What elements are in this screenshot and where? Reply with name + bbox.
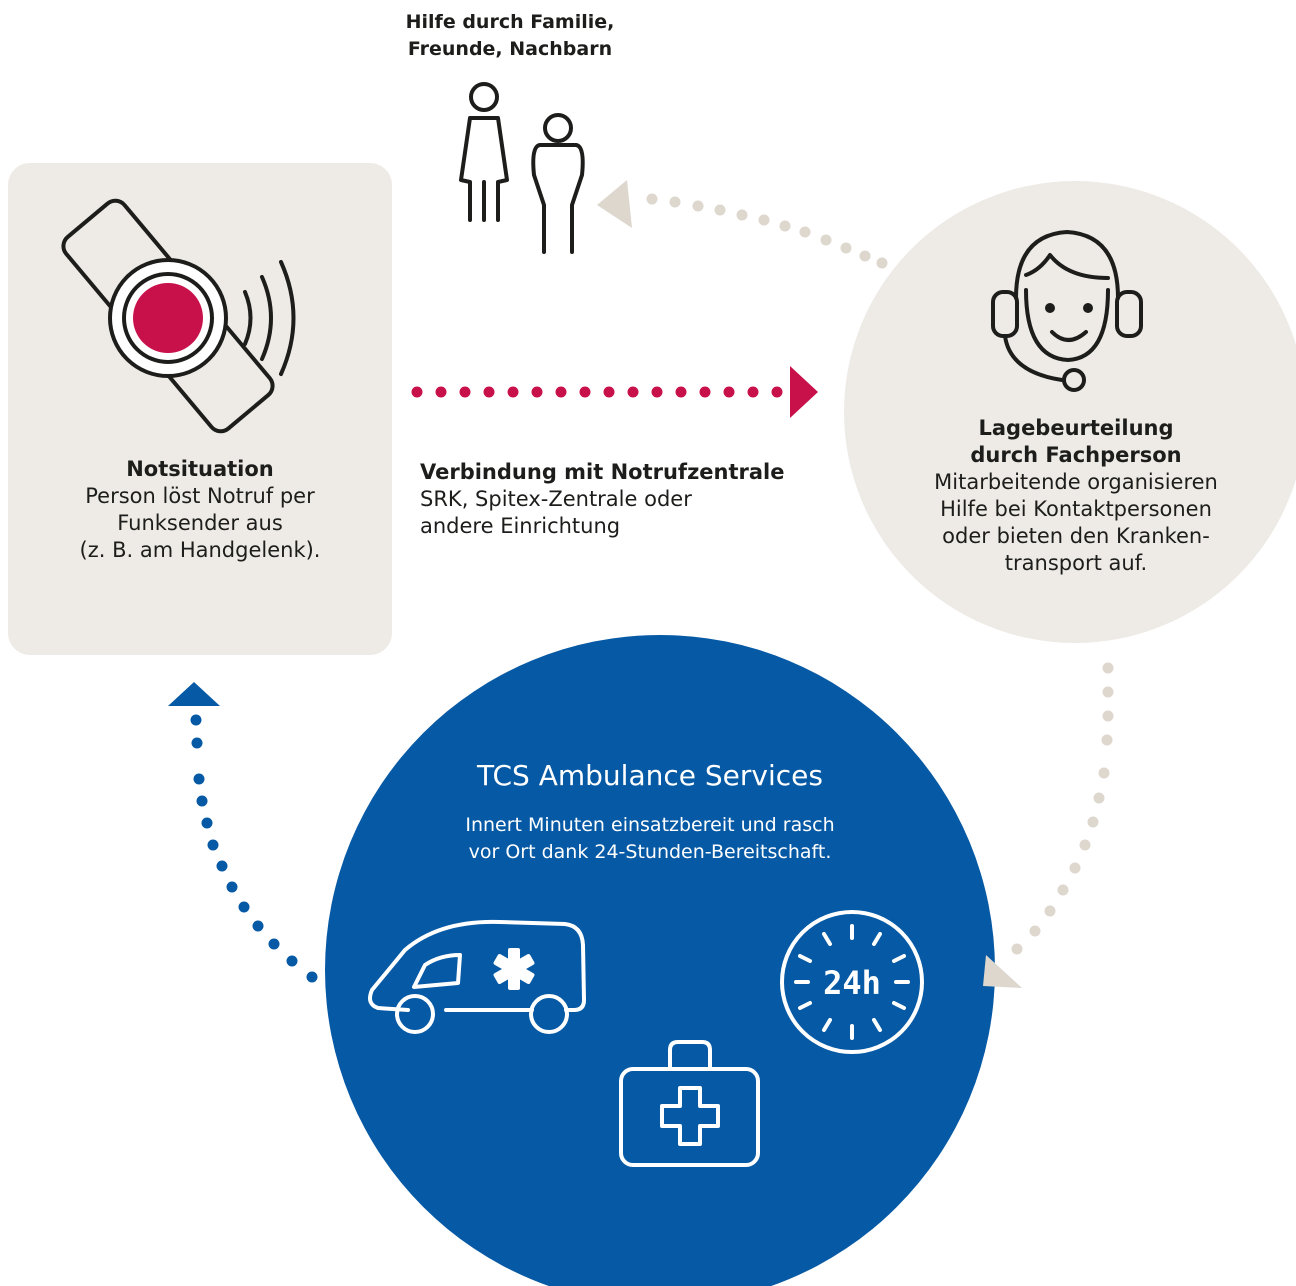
lagebeurteilung-title-line1: Lagebeurteilung bbox=[978, 416, 1174, 440]
arrow-to-notrufzentrale bbox=[411, 366, 818, 418]
headset-operator-icon bbox=[991, 230, 1143, 392]
lagebeurteilung-circle bbox=[844, 181, 1296, 643]
notsituation-line1: Person löst Notruf per bbox=[85, 484, 315, 508]
lagebeurteilung-line1: Mitarbeitende organisieren bbox=[934, 470, 1218, 494]
wrist-alarm-button-icon bbox=[61, 198, 296, 434]
tcs-description: Innert Minuten einsatzbereit und rasch v… bbox=[380, 812, 920, 866]
24h-clock-icon bbox=[780, 910, 924, 1054]
star-of-life-icon bbox=[493, 948, 535, 990]
notsituation-line3: (z. B. am Handgelenk). bbox=[79, 538, 321, 562]
helpers-title-line1: Hilfe durch Familie, bbox=[405, 11, 615, 33]
tcs-title: TCS Ambulance Services bbox=[477, 759, 823, 792]
arrow-to-tcs bbox=[983, 662, 1114, 988]
verbindung-text: Verbindung mit Notrufzentrale SRK, Spite… bbox=[420, 459, 820, 540]
notsituation-line2: Funksender aus bbox=[117, 511, 283, 535]
lagebeurteilung-line4: transport auf. bbox=[1004, 551, 1148, 575]
lagebeurteilung-title-line2: durch Fachperson bbox=[970, 443, 1182, 467]
lagebeurteilung-text: Lagebeurteilung durch Fachperson Mitarbe… bbox=[886, 415, 1266, 577]
lagebeurteilung-line3: oder bieten den Kranken- bbox=[942, 524, 1210, 548]
verbindung-line1: SRK, Spitex-Zentrale oder bbox=[420, 487, 692, 511]
tcs-desc-line1: Innert Minuten einsatzbereit und rasch bbox=[465, 814, 835, 836]
arrow-to-helpers bbox=[597, 180, 888, 269]
clock-label: 24h bbox=[823, 964, 881, 1002]
helpers-title-line2: Freunde, Nachbarn bbox=[407, 38, 613, 60]
helpers-title: Hilfe durch Familie, Freunde, Nachbarn bbox=[360, 9, 660, 63]
ambulance-icon bbox=[368, 919, 586, 1034]
tcs-desc-line2: vor Ort dank 24-Stunden-Bereitschaft. bbox=[468, 841, 832, 863]
lagebeurteilung-line2: Hilfe bei Kontaktpersonen bbox=[940, 497, 1212, 521]
family-people-icon bbox=[459, 82, 585, 254]
tcs-circle bbox=[325, 635, 995, 1286]
verbindung-title: Verbindung mit Notrufzentrale bbox=[420, 460, 785, 484]
verbindung-line2: andere Einrichtung bbox=[420, 514, 621, 538]
arrow-to-notsituation bbox=[168, 682, 318, 983]
first-aid-kit-icon bbox=[619, 1040, 760, 1167]
notsituation-text: Notsituation Person löst Notruf per Funk… bbox=[18, 456, 382, 564]
notsituation-title: Notsituation bbox=[126, 457, 274, 481]
